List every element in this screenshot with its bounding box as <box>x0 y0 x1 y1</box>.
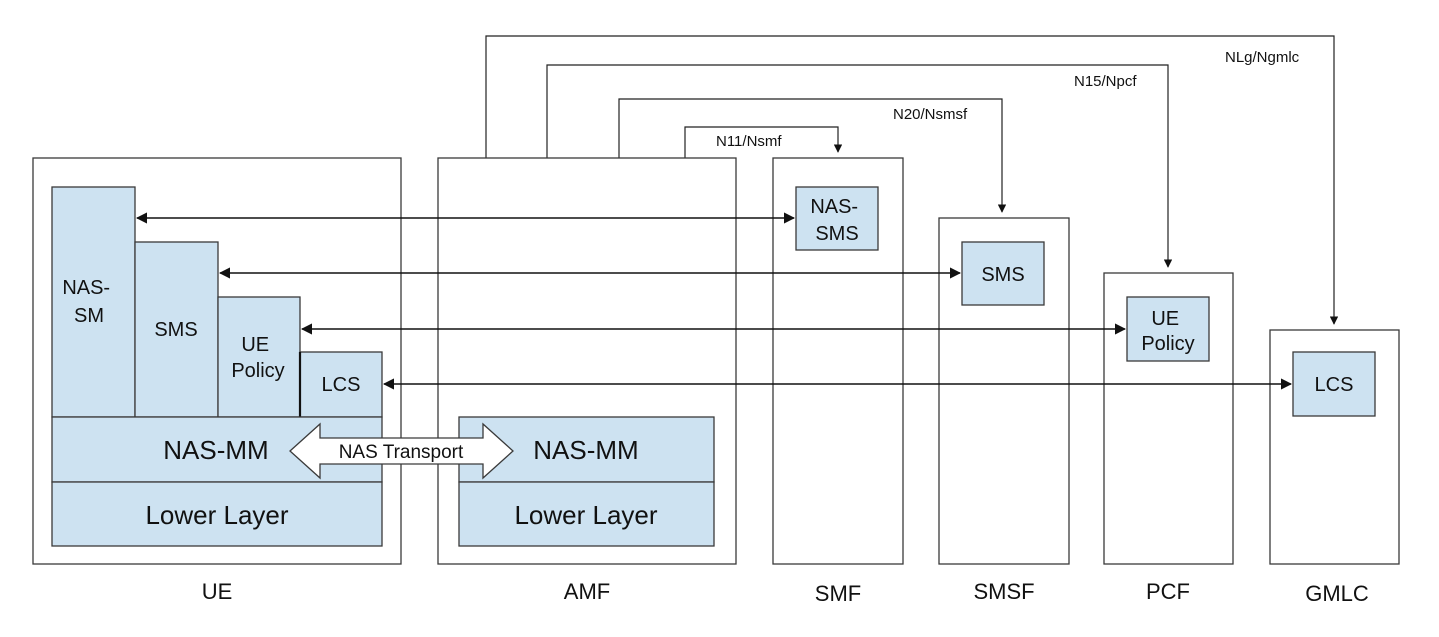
ue-policy-label: UE Policy <box>231 334 284 382</box>
ue-lcs-layer <box>299 351 383 418</box>
n15-line <box>546 64 1173 268</box>
smf-nas-sms-label-line2: SMS <box>815 223 858 245</box>
smf-entity-label: SMF <box>815 581 861 606</box>
gmlc-lcs-layer <box>1292 351 1376 417</box>
nlg-line <box>485 35 1339 325</box>
pcf-ue-policy-layer <box>1126 296 1210 362</box>
pcf-ue-policy-label-line2: Policy <box>1141 333 1194 355</box>
amf-lower-layer <box>458 481 715 547</box>
gmlc-lcs-label: LCS <box>1315 374 1354 396</box>
ue-nas-sm-layer <box>51 186 136 418</box>
smsf-entity-label: SMSF <box>973 579 1034 604</box>
gmlc-entity-label: GMLC <box>1305 581 1369 606</box>
amf-entity-label: AMF <box>564 579 610 604</box>
amf-nas-mm-label: NAS-MM <box>533 435 638 465</box>
interface-label-pcf: N15/Npcf <box>1074 73 1137 90</box>
amf-lower-layer-label: Lower Layer <box>514 500 657 530</box>
ue-sms-label: SMS <box>154 319 197 341</box>
n11-line <box>684 126 843 158</box>
smsf-sms-layer <box>961 241 1045 306</box>
n20-line <box>618 98 1007 213</box>
ue-nas-sm-label: NAS- SM <box>62 277 115 327</box>
ue-nas-sm-label-line2: SM <box>74 305 104 327</box>
ue-entity-label: UE <box>202 579 233 604</box>
nas-transport-label: NAS Transport <box>339 442 464 463</box>
ue-policy-label-line1: UE <box>241 334 269 356</box>
pcf-entity-label: PCF <box>1146 579 1190 604</box>
smf-nas-sms-layer <box>795 186 879 251</box>
smsf-sms-label: SMS <box>981 264 1024 286</box>
ue-policy-label-line2: Policy <box>231 360 284 382</box>
ue-lcs-label: LCS <box>322 374 361 396</box>
interface-lines <box>485 35 1339 325</box>
ue-nas-mm-label: NAS-MM <box>163 435 268 465</box>
ue-nas-sm-label-line1: NAS- <box>62 277 110 299</box>
interface-label-gmlc: NLg/Ngmlc <box>1225 49 1300 66</box>
interface-label-smsf: N20/Nsmsf <box>893 106 968 123</box>
nas-transport-arrow <box>289 422 514 480</box>
smf-nas-sms-label: NAS- SMS <box>810 196 863 245</box>
pcf-ue-policy-label-line1: UE <box>1151 308 1179 330</box>
smf-nas-sms-label-line1: NAS- <box>810 196 858 218</box>
ue-lower-layer-label: Lower Layer <box>145 500 288 530</box>
pcf-ue-policy-label: UE Policy <box>1141 308 1194 355</box>
interface-label-smf: N11/Nsmf <box>716 133 782 150</box>
ue-lower-layer <box>51 481 383 547</box>
ue-ue-policy-layer <box>217 296 301 418</box>
